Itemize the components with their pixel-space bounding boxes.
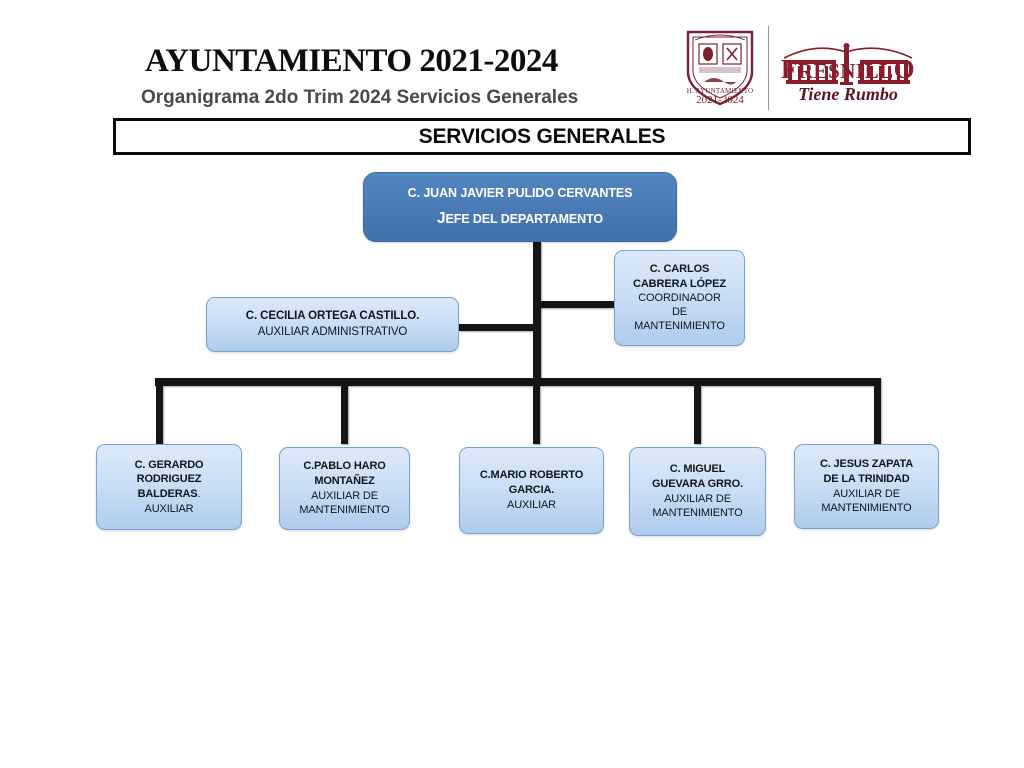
org-node-pablo-haro-role-line1: AUXILIAR DE xyxy=(311,489,378,502)
fresnillo-arcade-icon xyxy=(783,43,913,85)
connector-drop-4 xyxy=(694,386,701,444)
org-node-mario-roberto-garcia[interactable]: C.MARIO ROBERTO GARCIA. AUXILIAR xyxy=(459,447,604,534)
page-subtitle: Organigrama 2do Trim 2024 Servicios Gene… xyxy=(141,87,579,108)
section-title-text: SERVICIOS GENERALES xyxy=(418,124,666,148)
org-node-jesus-zapata-name-line1: C. JESUS ZAPATA xyxy=(819,458,914,471)
org-node-jesus-zapata-name-line2: DE LA TRINIDAD xyxy=(823,472,910,485)
connector-to-auxiliar-administrativo xyxy=(459,324,537,331)
org-node-miguel-guevara-name-line1: C. MIGUEL xyxy=(669,463,726,476)
org-node-coordinador-name-line2: CABRERA LÓPEZ xyxy=(632,277,727,290)
org-node-jesus-zapata-role-line1: AUXILIAR DE xyxy=(833,487,900,500)
section-title-box: SERVICIOS GENERALES xyxy=(113,118,971,155)
shield-caption-line1: H. AYUNTAMIENTO xyxy=(686,87,754,95)
org-node-pablo-haro[interactable]: C.PABLO HARO MONTAÑEZ AUXILIAR DE MANTEN… xyxy=(279,447,410,530)
org-node-gerardo-rodriguez[interactable]: C. GERARDO RODRIGUEZ BALDERAS. AUXILIAR xyxy=(96,444,242,530)
connector-bus-bar xyxy=(155,378,881,386)
org-node-auxiliar-administrativo[interactable]: C. CECILIA ORTEGA CASTILLO. AUXILIAR ADM… xyxy=(206,297,459,352)
shield-caption-line2: 2021-2024 xyxy=(696,94,744,107)
org-node-mario-roberto-garcia-name-line1: C.MARIO ROBERTO xyxy=(479,469,584,482)
org-node-coordinador-role-line1: COORDINADOR xyxy=(638,291,721,304)
fresnillo-wordmark: FRESNILLO xyxy=(780,54,916,84)
org-node-mario-roberto-garcia-role: AUXILIAR xyxy=(507,498,556,511)
org-node-miguel-guevara-role-line2: MANTENIMIENTO xyxy=(652,507,743,520)
org-node-miguel-guevara-role-line1: AUXILIAR DE xyxy=(664,492,731,505)
org-node-coordinador-role-line2: DE xyxy=(671,306,688,319)
page-title: AYUNTAMIENTO 2021-2024 xyxy=(145,43,558,79)
connector-drop-3 xyxy=(533,386,540,444)
connector-to-coordinador xyxy=(540,301,618,308)
org-node-pablo-haro-name-line1: C.PABLO HARO xyxy=(303,460,386,473)
connector-drop-1 xyxy=(156,386,163,444)
org-node-miguel-guevara-name-line2: GUEVARA GRRO. xyxy=(652,477,743,490)
connector-drop-2 xyxy=(341,386,348,444)
org-node-pablo-haro-role-line2: MANTENIMIENTO xyxy=(299,504,390,517)
org-node-coordinador[interactable]: C. CARLOS CABRERA LÓPEZ COORDINADOR DE M… xyxy=(614,250,745,346)
org-node-auxiliar-administrativo-role: AUXILIAR ADMINISTRATIVO xyxy=(257,325,408,338)
org-node-gerardo-rodriguez-role: AUXILIAR xyxy=(144,502,194,515)
connector-drop-5 xyxy=(874,386,881,444)
fresnillo-tagline: Tiene Rumbo xyxy=(798,84,898,104)
org-node-auxiliar-administrativo-name: C. CECILIA ORTEGA CASTILLO. xyxy=(245,310,420,323)
org-node-root-role: JEFE DEL DEPARTAMENTO xyxy=(436,210,604,227)
shield-caption: H. AYUNTAMIENTO 2021-2024 xyxy=(684,87,756,107)
org-node-root[interactable]: C. JUAN JAVIER PULIDO CERVANTES JEFE DEL… xyxy=(363,172,677,242)
org-node-mario-roberto-garcia-name-line2: GARCIA. xyxy=(508,484,555,497)
org-node-gerardo-rodriguez-name-line2: RODRIGUEZ xyxy=(136,473,202,486)
page-header: AYUNTAMIENTO 2021-2024 Organigrama 2do T… xyxy=(0,0,1024,118)
coat-of-arms-shield-icon xyxy=(686,30,754,106)
org-node-coordinador-name-line1: C. CARLOS xyxy=(649,263,710,276)
org-node-jesus-zapata[interactable]: C. JESUS ZAPATA DE LA TRINIDAD AUXILIAR … xyxy=(794,444,939,529)
connector-root-trunk xyxy=(533,242,541,380)
org-node-gerardo-rodriguez-name-line1: C. GERARDO xyxy=(134,458,204,471)
org-node-pablo-haro-name-line2: MONTAÑEZ xyxy=(314,474,375,487)
logo-divider xyxy=(768,26,769,110)
org-node-jesus-zapata-role-line2: MANTENIMIENTO xyxy=(821,502,912,515)
org-node-coordinador-role-line3: MANTENIMIENTO xyxy=(634,320,725,333)
org-node-root-name: C. JUAN JAVIER PULIDO CERVANTES xyxy=(407,186,633,200)
org-node-miguel-guevara[interactable]: C. MIGUEL GUEVARA GRRO. AUXILIAR DE MANT… xyxy=(629,447,766,536)
org-node-gerardo-rodriguez-name-line3: BALDERAS. xyxy=(137,488,201,500)
